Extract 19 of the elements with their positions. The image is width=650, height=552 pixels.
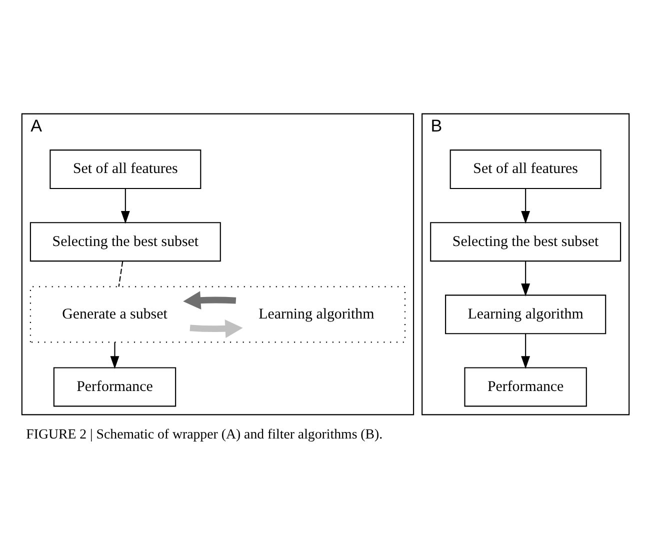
connector bbox=[118, 261, 123, 287]
node-box: Set of all features bbox=[49, 150, 201, 190]
cluster bbox=[29, 286, 406, 343]
node-box: Selecting the best subset bbox=[430, 222, 621, 262]
node-box: Set of all features bbox=[449, 150, 601, 190]
node-box: Performance bbox=[52, 367, 176, 407]
arrow bbox=[189, 320, 242, 338]
caption: FIGURE 2 | Schematic of wrapper (A) and filter algorithms (B). bbox=[26, 428, 382, 443]
node-box: Performance bbox=[464, 367, 586, 407]
node-text: Generate a subset bbox=[62, 306, 167, 322]
arrow bbox=[520, 261, 530, 296]
arrow bbox=[120, 188, 130, 224]
arrow bbox=[520, 334, 530, 369]
node-box: Selecting the best subset bbox=[29, 222, 220, 262]
arrow bbox=[110, 342, 119, 369]
arrow bbox=[182, 291, 236, 310]
arrow bbox=[520, 188, 530, 224]
node-text: Learning algorithm bbox=[258, 306, 374, 322]
node-box: Learning algorithm bbox=[444, 294, 606, 334]
